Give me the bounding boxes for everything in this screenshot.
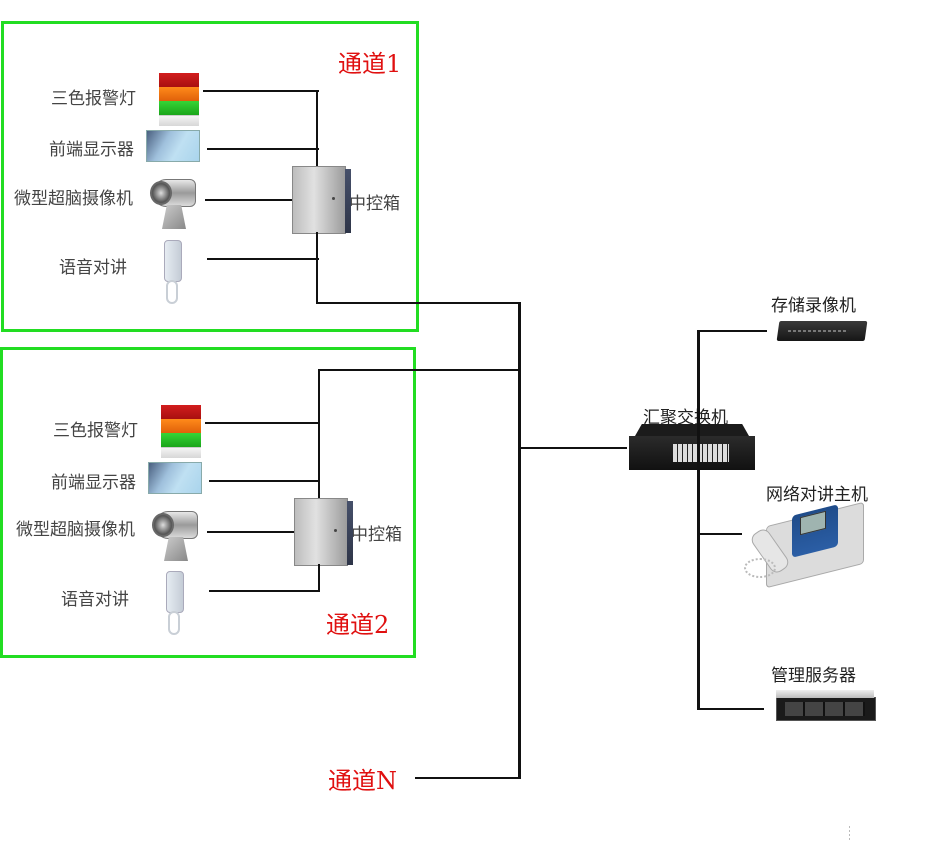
- ch2-display-label: 前端显示器: [51, 473, 136, 493]
- management-server-icon: [776, 690, 876, 721]
- ch1-bus-lower: [316, 232, 318, 303]
- channel-2-box: [0, 347, 416, 658]
- chn-uplink: [415, 777, 521, 779]
- control-cabinet-icon: [294, 498, 353, 566]
- ch2-wire-camera: [207, 531, 294, 533]
- ch2-wire-display: [209, 480, 319, 482]
- ch1-alarm-light-label: 三色报警灯: [51, 89, 136, 109]
- right-bus: [697, 330, 700, 710]
- ch2-wire-intercom: [209, 590, 319, 592]
- micro-smart-camera-icon: [150, 507, 198, 563]
- ch1-uplink: [316, 302, 521, 304]
- nvr-recorder-icon: [776, 321, 868, 341]
- ch1-camera-label: 微型超脑摄像机: [14, 189, 133, 209]
- ch1-bus-upper: [316, 90, 318, 166]
- channel-1-title: 通道1: [338, 50, 402, 78]
- ch2-intercom-label: 语音对讲: [61, 590, 129, 610]
- ch2-alarm-light-label: 三色报警灯: [53, 421, 138, 441]
- ch2-uplink: [318, 369, 519, 371]
- ch1-wire-display: [207, 148, 319, 150]
- server-label: 管理服务器: [771, 666, 856, 686]
- switch-label: 汇聚交换机: [643, 408, 728, 428]
- front-display-monitor-icon: [146, 130, 200, 162]
- wire-server: [699, 708, 764, 710]
- ch1-intercom-label: 语音对讲: [59, 258, 127, 278]
- trunk-to-switch: [521, 447, 627, 449]
- channel-2-title: 通道2: [326, 611, 390, 639]
- voice-intercom-handset-icon: [160, 240, 182, 304]
- ch1-wire-camera: [205, 199, 292, 201]
- network-intercom-host-icon: [744, 500, 864, 589]
- voice-intercom-handset-icon: [162, 571, 184, 635]
- nvr-label: 存储录像机: [771, 296, 856, 316]
- ch1-wire-intercom: [207, 258, 319, 260]
- ch1-display-label: 前端显示器: [49, 140, 134, 160]
- ch2-bus-lower: [318, 564, 320, 592]
- ch2-controller-label: 中控箱: [351, 525, 402, 545]
- ch1-controller-label: 中控箱: [349, 194, 400, 214]
- artifact-mark: [849, 826, 850, 840]
- micro-smart-camera-icon: [148, 175, 196, 231]
- control-cabinet-icon: [292, 166, 351, 234]
- tri-color-alarm-light-icon: [159, 73, 199, 127]
- aggregation-switch-icon: [629, 424, 755, 470]
- wire-nvr: [697, 330, 767, 332]
- intercom-host-label: 网络对讲主机: [766, 485, 868, 505]
- ch1-wire-alarm: [203, 90, 319, 92]
- ch2-camera-label: 微型超脑摄像机: [16, 520, 135, 540]
- ch2-bus-upper: [318, 370, 320, 498]
- tri-color-alarm-light-icon: [161, 405, 201, 459]
- wire-intercom-host: [697, 533, 742, 535]
- ch2-wire-alarm: [205, 422, 319, 424]
- front-display-monitor-icon: [148, 462, 202, 494]
- channel-1-box: [1, 21, 419, 332]
- main-trunk: [518, 302, 521, 779]
- channel-n-title: 通道N: [328, 767, 397, 795]
